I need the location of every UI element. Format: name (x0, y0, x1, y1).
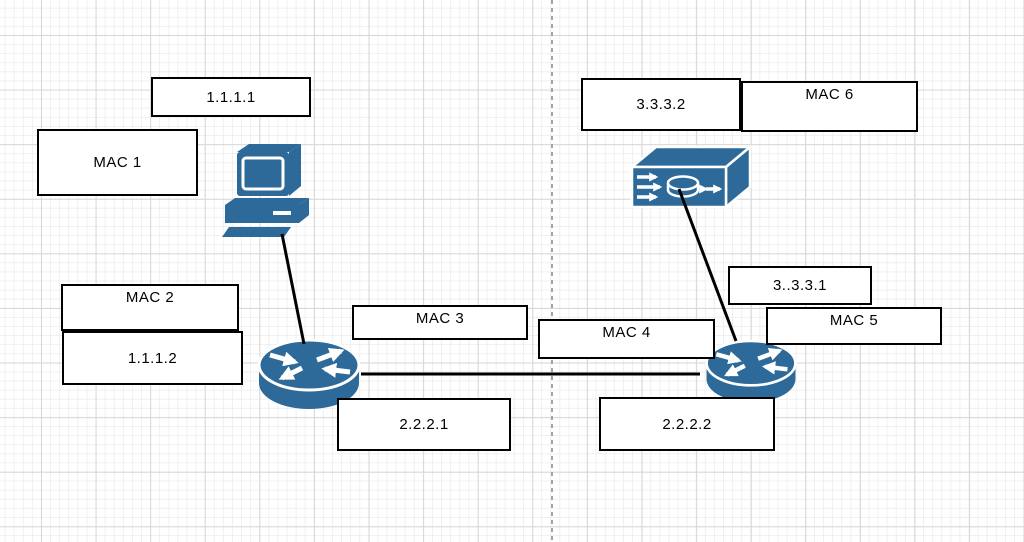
mac-label: MAC 6 (805, 86, 854, 103)
label-box-mac-6[interactable]: MAC 6 (741, 81, 918, 132)
label-box-mac-2[interactable]: MAC 2 (61, 284, 239, 331)
mac-label: MAC 2 (125, 289, 175, 306)
label-box-mac-1[interactable]: MAC 1 (37, 129, 198, 196)
label-box-mac-3[interactable]: MAC 3 (352, 305, 528, 340)
switch-icon[interactable] (629, 144, 753, 210)
label-box-ip-2-2-2-2[interactable]: 2.2.2.2 (599, 397, 775, 451)
router-icon[interactable] (256, 339, 362, 411)
mac-label: MAC 3 (415, 310, 465, 327)
mac-label: MAC 4 (602, 324, 651, 341)
label-box-ip-2-2-2-1[interactable]: 2.2.2.1 (337, 398, 511, 451)
router-icon[interactable] (697, 340, 805, 404)
label-box-mac-4[interactable]: MAC 4 (538, 319, 715, 359)
ip-label: 3.3.3.2 (636, 96, 686, 113)
label-box-ip-1-1-1-2[interactable]: 1.1.1.2 (62, 331, 243, 385)
ip-label: 1.1.1.2 (127, 349, 178, 367)
label-box-ip-3-3-3-1[interactable]: 3..3.3.1 (728, 266, 872, 305)
mac-label: MAC 5 (829, 312, 879, 329)
ip-label: 3..3.3.1 (772, 277, 828, 294)
pc-icon[interactable] (221, 142, 323, 238)
ip-label: 2.2.2.1 (399, 416, 449, 433)
label-box-ip-1-1-1-1[interactable]: 1.1.1.1 (151, 77, 311, 117)
ip-label: 2.2.2.2 (662, 415, 712, 433)
label-box-mac-5[interactable]: MAC 5 (766, 307, 942, 345)
mac-label: MAC 1 (93, 154, 142, 171)
ip-label: 1.1.1.1 (206, 88, 256, 106)
label-box-ip-3-3-3-2[interactable]: 3.3.3.2 (581, 78, 741, 131)
link-pc-to-left-router[interactable] (280, 233, 306, 345)
